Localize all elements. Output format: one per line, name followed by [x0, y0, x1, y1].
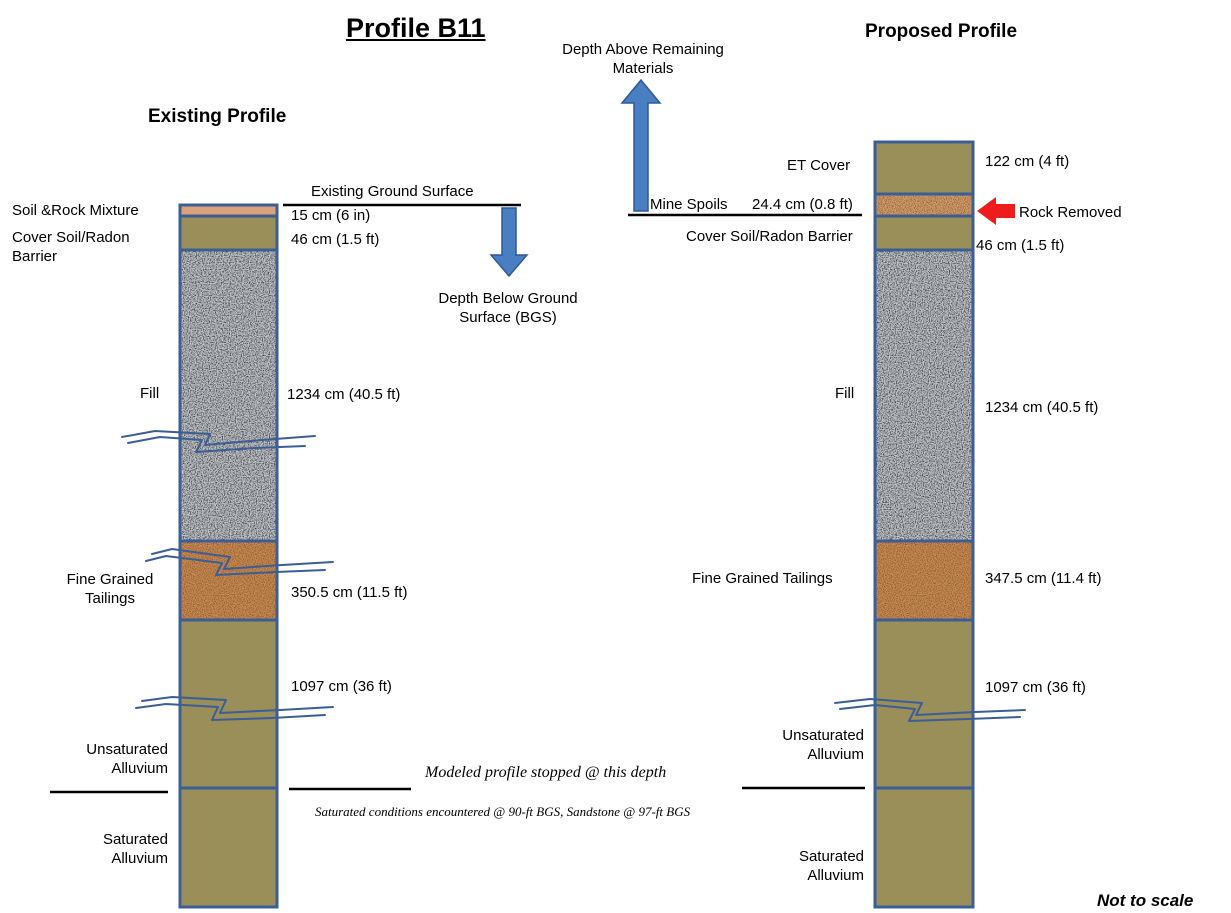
existing-fill-layer — [178, 248, 279, 543]
scale-note: Not to scale — [1097, 891, 1194, 910]
proposed-tailings-thickness: 347.5 cm (11.4 ft) — [985, 570, 1102, 587]
proposed-fill-thickness: 1234 cm (40.5 ft) — [985, 399, 1099, 416]
saturated-note-label: Saturated conditions encountered @ 90-ft… — [315, 804, 691, 819]
proposed-mine-spoils-name: Mine Spoils — [650, 196, 728, 213]
existing-tailings-thickness: 350.5 cm (11.5 ft) — [291, 584, 408, 601]
proposed-et-cover-layer — [873, 140, 975, 196]
existing-saturated-name: Saturated Alluvium — [102, 831, 168, 867]
rock-removed-label: Rock Removed — [1019, 204, 1122, 221]
existing-cover-soil-name: Cover Soil/Radon Barrier — [12, 229, 130, 265]
depth-above-arrow-icon — [620, 78, 662, 212]
proposed-et-cover-name: ET Cover — [787, 157, 851, 174]
existing-cover-soil-layer — [178, 214, 279, 252]
existing-soil-rock-layer — [178, 203, 279, 218]
depth-below-arrow-icon — [489, 207, 529, 278]
existing-soil-rock-name: Soil &Rock Mixture — [12, 202, 139, 219]
proposed-unsaturated-thickness: 1097 cm (36 ft) — [985, 679, 1086, 696]
proposed-mine-spoils-layer — [873, 192, 975, 218]
proposed-et-cover-thickness: 122 cm (4 ft) — [985, 153, 1070, 170]
proposed-saturated-alluvium-layer — [873, 786, 975, 909]
proposed-cover-soil-name: Cover Soil/Radon Barrier — [686, 228, 853, 245]
existing-soil-rock-thickness: 15 cm (6 in) — [291, 207, 371, 224]
existing-unsaturated-alluvium-layer — [178, 618, 279, 790]
model-stop-label: Modeled profile stopped @ this depth — [425, 764, 667, 781]
break-symbol-existing-fill — [121, 430, 316, 453]
rock-removed-arrow-icon — [977, 197, 1015, 225]
proposed-mine-spoils-thickness: 24.4 cm (0.8 ft) — [752, 196, 853, 213]
ground-surface-label: Existing Ground Surface — [311, 183, 474, 200]
existing-fill-name: Fill — [140, 385, 160, 402]
page-title: Profile B11 — [346, 13, 486, 43]
proposed-cover-soil-layer — [873, 214, 975, 252]
existing-tailings-layer — [178, 539, 279, 622]
proposed-fill-name: Fill — [835, 385, 855, 402]
depth-above-label: Depth Above Remaining Materials — [562, 41, 724, 77]
break-symbol-existing-alluvium — [135, 696, 334, 721]
existing-fill-thickness: 1234 cm (40.5 ft) — [287, 386, 401, 403]
existing-profile-heading: Existing Profile — [148, 106, 287, 127]
break-symbol-proposed-alluvium — [834, 698, 1026, 722]
proposed-profile-column — [873, 140, 975, 909]
existing-profile-column — [178, 203, 279, 909]
proposed-unsaturated-alluvium-layer — [873, 618, 975, 790]
existing-cover-soil-thickness: 46 cm (1.5 ft) — [291, 231, 380, 248]
break-symbol-existing-tailings — [145, 548, 334, 576]
existing-unsaturated-thickness: 1097 cm (36 ft) — [291, 678, 392, 695]
existing-unsaturated-name: Unsaturated Alluvium — [86, 741, 168, 777]
proposed-saturated-name: Saturated Alluvium — [798, 848, 864, 884]
depth-below-label: Depth Below Ground Surface (BGS) — [438, 290, 578, 326]
proposed-unsaturated-name: Unsaturated Alluvium — [782, 727, 864, 763]
existing-tailings-name: Fine Grained Tailings — [66, 571, 154, 607]
proposed-profile-heading: Proposed Profile — [865, 21, 1018, 42]
proposed-tailings-name: Fine Grained Tailings — [692, 570, 833, 587]
proposed-fill-layer — [873, 248, 975, 543]
proposed-cover-soil-thickness: 46 cm (1.5 ft) — [976, 237, 1065, 254]
existing-saturated-alluvium-layer — [178, 786, 279, 909]
proposed-tailings-layer — [873, 539, 975, 622]
